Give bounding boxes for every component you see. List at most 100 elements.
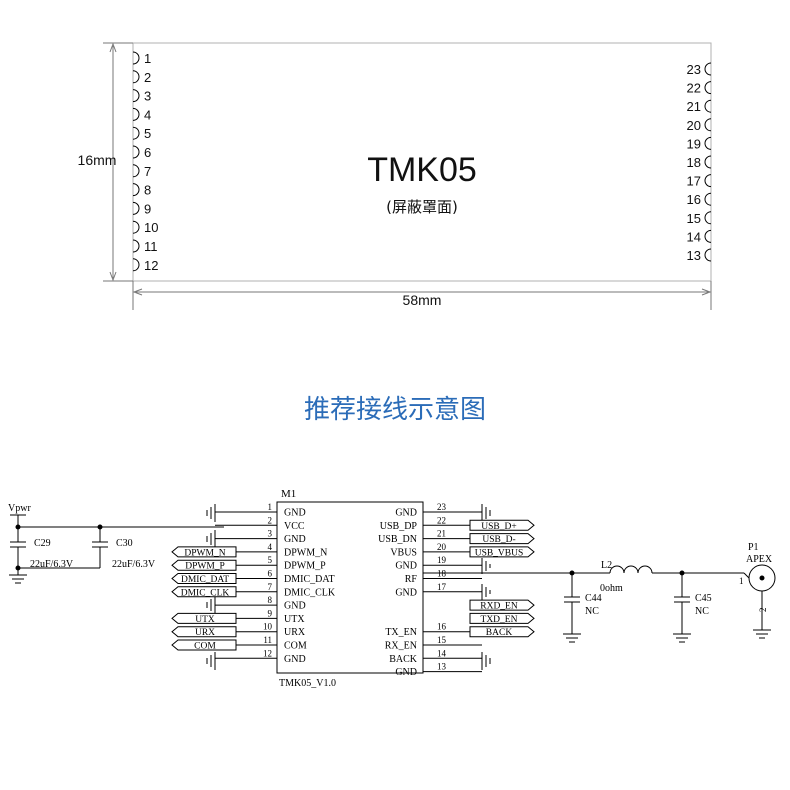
ic-left-pin-number: 7 [268, 582, 273, 592]
module-right-pad [704, 81, 712, 95]
right-net-flag: RXD_EN [469, 599, 535, 612]
right-net-flag: USB_D- [469, 533, 535, 545]
ic-right-pin-number: 15 [437, 635, 447, 645]
ic-left-pin-number: 3 [268, 529, 273, 539]
section-title: 推荐接线示意图 [304, 395, 486, 425]
module-right-pad [704, 136, 712, 150]
module-left-pin-number: 5 [144, 126, 151, 141]
c44-ref: C44 [585, 593, 602, 604]
left-pad-row [132, 51, 140, 272]
ground-symbol [481, 584, 491, 600]
left-net-label: DMIC_CLK [181, 588, 230, 598]
c29-ref: C29 [34, 538, 51, 549]
module-left-pad [132, 201, 140, 215]
ic-right-pin-name: GND [395, 508, 417, 519]
ic-right-pin-number: 14 [437, 648, 447, 658]
module-left-pin-number: 12 [144, 258, 158, 273]
ic-left-pin-number: 1 [268, 502, 273, 512]
ic-body [276, 501, 424, 674]
module-left-pin-number: 8 [144, 183, 151, 198]
module-right-pad [704, 211, 712, 225]
ic-right-pin-number: 21 [437, 529, 446, 539]
p1-ref: P1 [748, 542, 759, 553]
ic-right-pin-number: 19 [437, 555, 447, 565]
module-right-pin-number: 22 [687, 81, 701, 96]
ic-left-pin-number: 8 [268, 595, 273, 605]
ic-left-pin-name: COM [284, 641, 307, 652]
power-net-label: Vpwr [8, 503, 31, 514]
right-net-label: USB_VBUS [475, 548, 524, 558]
module-left-pin-number: 10 [144, 220, 158, 235]
ground-symbol [481, 652, 491, 670]
ic-left-pin-name: VCC [284, 521, 305, 532]
left-net-label: COM [194, 642, 216, 652]
ic-right-pin-name: GND [395, 561, 417, 572]
left-net-flag: DPWM_N [171, 546, 237, 558]
c45-ref: C45 [695, 593, 712, 604]
ic-left-pin-number: 5 [268, 555, 273, 565]
c29-value: 22uF/6.3V [30, 559, 74, 570]
right-net-label: USB_D+ [481, 522, 516, 532]
module-left-pad [132, 239, 140, 253]
module-left-pin-number: 7 [144, 164, 151, 179]
right-net-flag: TXD_EN [469, 612, 535, 625]
ground-symbol [206, 530, 216, 548]
module-right-pin-number: 19 [687, 136, 701, 151]
left-net-flag: DPWM_P [171, 559, 237, 572]
ic-right-pins: 23GND22USB_DP21USB_DN20VBUS19GND18RF17GN… [378, 502, 482, 678]
ic-left-pin-number: 12 [263, 648, 272, 658]
ground-symbol [481, 558, 491, 574]
left-net-label: DMIC_DAT [181, 575, 229, 585]
module-left-pad [132, 145, 140, 159]
ic-right-pin-number: 22 [437, 515, 446, 525]
module-right-pin-number: 20 [687, 118, 701, 133]
width-label: 58mm [403, 292, 442, 308]
left-net-flag: DMIC_DAT [171, 573, 237, 585]
module-right-pad [704, 248, 712, 262]
ic-name: TMK05_V1.0 [279, 678, 336, 689]
rf-trace [423, 565, 744, 576]
module-left-pad [132, 107, 140, 121]
ic-left-pin-name: DPWM_P [284, 561, 326, 572]
left-net-label: UTX [195, 615, 215, 625]
ic-right-pin-name: TX_EN [385, 627, 417, 638]
module-left-pin-number: 9 [144, 201, 151, 216]
right-net-label: USB_D- [482, 535, 515, 545]
p1-pin2: 2 [758, 608, 768, 613]
module-body [132, 42, 712, 282]
right-net-flag: BACK [469, 626, 535, 638]
ic-right-pin-number: 13 [437, 662, 447, 672]
ic-left-pin-number: 4 [268, 542, 273, 552]
module-right-pad [704, 229, 712, 243]
right-pad-row [704, 62, 712, 262]
ic-right-pin-name: USB_DN [378, 534, 417, 545]
ground-symbol [206, 596, 216, 614]
left-net-label: DPWM_N [184, 548, 225, 558]
module-right-pad [704, 62, 712, 76]
module-right-pin-number: 16 [687, 192, 701, 207]
c45-value: NC [695, 606, 709, 617]
module-right-pad [704, 118, 712, 132]
ic-right-pin-name: VBUS [390, 547, 417, 558]
ic-left-pin-number: 11 [263, 635, 272, 645]
left-net-label: URX [195, 628, 215, 638]
left-net-flag: URX [171, 626, 237, 638]
module-right-pin-number: 13 [687, 248, 701, 263]
ic-right-pin-name: BACK [389, 654, 418, 665]
right-net-label: BACK [486, 628, 513, 638]
c30-ref: C30 [116, 538, 133, 549]
ic-left-pin-name: GND [284, 601, 306, 612]
module-right-pin-number: 18 [687, 155, 701, 170]
module-left-pin-number: 2 [144, 70, 151, 85]
module-left-pad [132, 126, 140, 140]
ic-left-pin-number: 9 [268, 608, 273, 618]
p1-pin1: 1 [739, 576, 744, 586]
module-left-pin-number: 11 [144, 239, 158, 254]
